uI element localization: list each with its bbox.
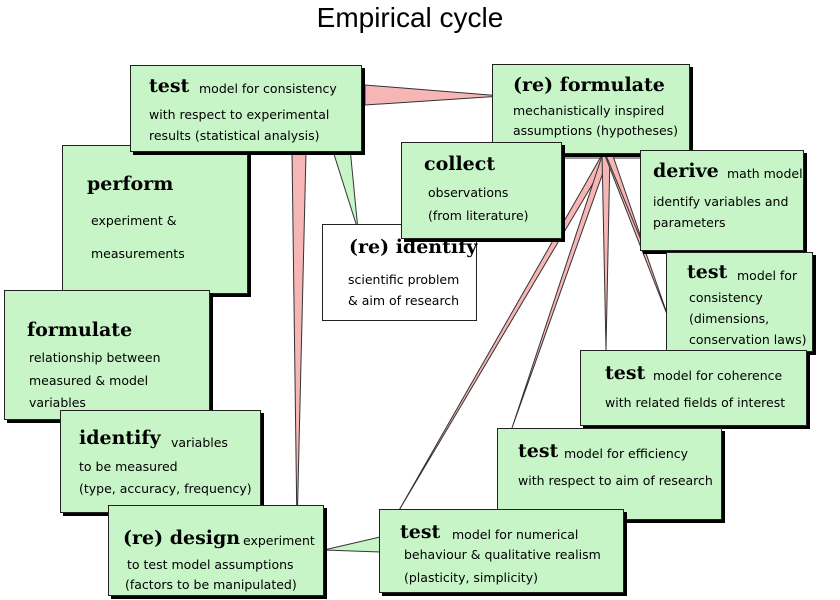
node-collect: collect observations (from literature) (401, 142, 562, 239)
node-redesign-line-2: to test model assumptions (127, 557, 294, 572)
node-reformulate-keyword: (re) formulate (513, 74, 665, 96)
node-formulate: formulate relationship between measured … (4, 290, 210, 420)
node-test-efficiency-line-2: with respect to aim of research (518, 473, 713, 488)
node-test-numerical-keyword: test (400, 521, 441, 543)
node-reformulate: (re) formulate mechanistically inspired … (492, 64, 690, 154)
node-redesign: (re) design experiment to test model ass… (108, 505, 324, 596)
node-test-numerical-line-3: (plasticity, simplicity) (404, 570, 538, 585)
connector-reformulate-to-coherence (601, 152, 611, 351)
node-test-consistency-experimental-keyword: test (149, 75, 190, 97)
node-test-consistency-dimensions-keyword: test (687, 261, 728, 283)
node-perform: perform experiment & measurements (62, 145, 248, 294)
node-test-consistency-experimental-line-3: results (statistical analysis) (149, 128, 320, 143)
node-perform-line-2: measurements (91, 246, 185, 261)
node-test-numerical-line-2: behaviour & qualitative realism (404, 547, 601, 562)
node-test-coherence: test model for coherence with related fi… (580, 350, 807, 426)
node-identify-line-2: to be measured (79, 459, 178, 474)
node-formulate-line-2: measured & model (29, 373, 149, 388)
node-formulate-line-1: relationship between (29, 350, 161, 365)
node-test-coherence-line-2: with related fields of interest (605, 395, 786, 410)
connector-numerical-to-redesign (323, 536, 381, 553)
node-test-numerical: test model for numerical behaviour & qua… (379, 509, 624, 593)
node-test-consistency-dimensions-line-1: model for (737, 268, 798, 283)
node-test-efficiency: test model for efficiency with respect t… (497, 428, 722, 520)
node-identify-line-3: (type, accuracy, frequency) (79, 481, 252, 496)
connector-test-to-reformulate (364, 84, 503, 106)
node-test-efficiency-line-1: model for efficiency (564, 446, 689, 461)
node-derive: derive math model identify variables and… (640, 150, 804, 251)
node-identify-line-1: variables (171, 435, 228, 450)
connector-test-to-redesign (291, 151, 307, 531)
node-identify-keyword: identify (79, 427, 161, 449)
node-test-efficiency-keyword: test (518, 440, 559, 462)
node-collect-keyword: collect (424, 153, 496, 175)
node-test-consistency-experimental-line-1: model for consistency (199, 81, 337, 96)
node-test-consistency-dimensions-line-2: consistency (689, 290, 763, 305)
node-perform-line-1: experiment & (91, 213, 177, 228)
node-derive-line-2: identify variables and (653, 194, 789, 209)
node-formulate-keyword: formulate (27, 319, 133, 341)
node-collect-line-2: (from literature) (428, 208, 529, 223)
node-identify: identify variables to be measured (type,… (60, 410, 261, 513)
node-derive-keyword: derive (653, 160, 719, 182)
node-redesign-keyword: (re) design (123, 527, 241, 549)
node-derive-line-1: math model (727, 166, 803, 181)
node-test-coherence-keyword: test (605, 362, 646, 384)
connector-test-to-reidentify (331, 147, 359, 231)
node-reidentify-keyword: (re) identify (349, 236, 478, 258)
node-reidentify-line-1: scientific problem (348, 272, 460, 287)
node-test-consistency-dimensions-line-3: (dimensions, (689, 311, 770, 326)
node-test-consistency-dimensions: test model for consistency (dimensions, … (666, 252, 813, 352)
node-test-consistency-dimensions-line-4: conservation laws) (689, 332, 807, 347)
node-reformulate-line-2: assumptions (hypotheses) (513, 123, 679, 138)
node-test-consistency-experimental-line-2: with respect to experimental (149, 107, 330, 122)
node-redesign-line-3: (factors to be manipulated) (125, 577, 297, 592)
diagram-title: Empirical cycle (316, 2, 504, 33)
node-test-coherence-line-1: model for coherence (653, 368, 783, 383)
node-reidentify: (re) identify scientific problem & aim o… (322, 224, 477, 321)
node-redesign-line-1: experiment (243, 533, 315, 548)
node-test-consistency-experimental: test model for consistency with respect … (130, 65, 362, 152)
node-reidentify-line-2: & aim of research (348, 293, 460, 308)
node-perform-keyword: perform (87, 173, 174, 195)
node-test-numerical-line-1: model for numerical (452, 527, 579, 542)
node-formulate-line-3: variables (29, 395, 86, 410)
node-derive-line-3: parameters (653, 215, 726, 230)
node-collect-line-1: observations (428, 185, 509, 200)
node-reformulate-line-1: mechanistically inspired (513, 103, 665, 118)
